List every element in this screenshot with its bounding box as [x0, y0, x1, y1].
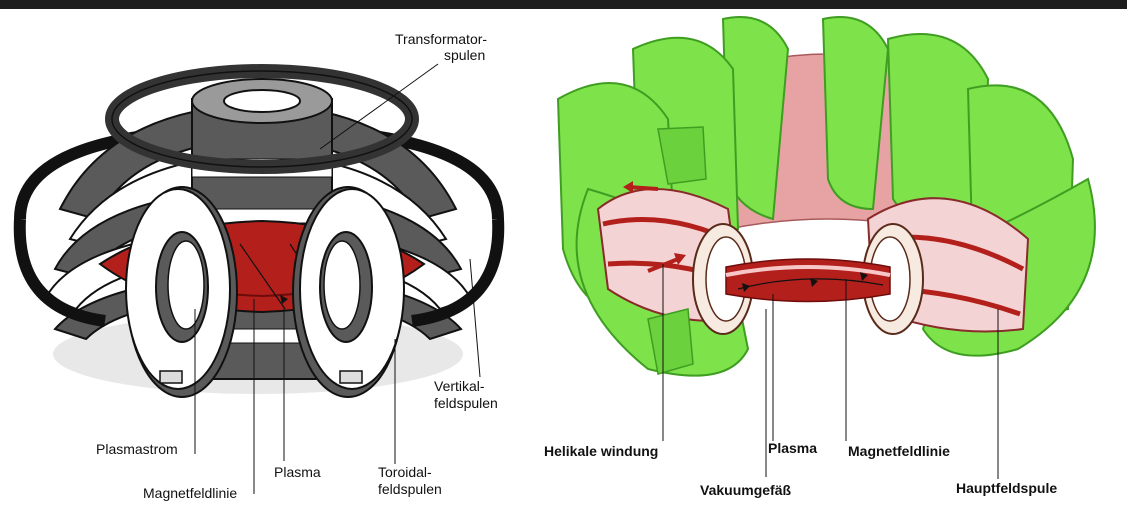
- label-magnetic-field-line-right: Magnetfeldlinie: [848, 443, 950, 459]
- label-magnetic-field-line: Magnetfeldlinie: [143, 485, 237, 501]
- label-helical-winding: Helikale windung: [544, 443, 658, 459]
- top-border: [0, 0, 1127, 9]
- tokamak-diagram: Transformator- spulen Plasmastrom Plasma…: [0, 9, 528, 512]
- stellarator-diagram: Helikale windung Plasma Magnetfeldlinie …: [528, 9, 1127, 512]
- toroidal-coil-right: [293, 187, 404, 397]
- label-transformer-coils-1: Transformator-: [395, 31, 487, 47]
- tokamak-drawing: [0, 9, 528, 512]
- label-vertical-coils-1: Vertikal-: [434, 378, 485, 394]
- label-vacuum-vessel: Vakuumgefäß: [700, 482, 791, 498]
- label-toroidal-coils-1: Toroidal-: [378, 464, 432, 480]
- toroidal-coil-left: [126, 187, 237, 397]
- label-main-field-coil: Hauptfeldspule: [956, 480, 1057, 496]
- label-plasma-right: Plasma: [768, 440, 817, 456]
- label-toroidal-coils-2: feldspulen: [378, 481, 442, 497]
- label-vertical-coils-2: feldspulen: [434, 395, 498, 411]
- stellarator-drawing: [528, 9, 1127, 512]
- label-transformer-coils-2: spulen: [444, 47, 485, 63]
- label-plasma-current: Plasmastrom: [96, 441, 178, 457]
- label-plasma: Plasma: [274, 464, 321, 480]
